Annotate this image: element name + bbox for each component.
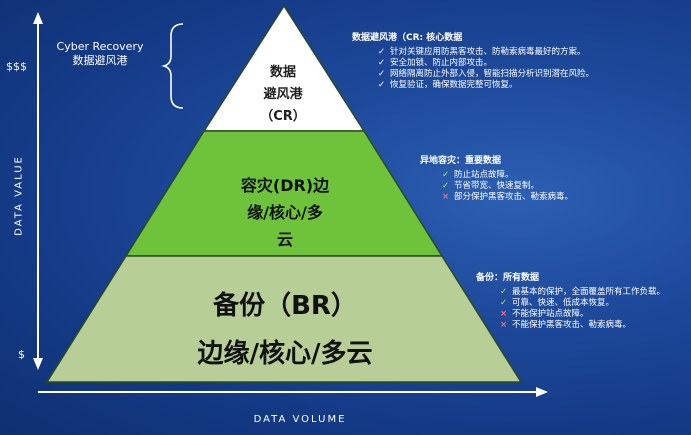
br-description: 备份：所有数据 ✓ 最基本的保护，全面覆盖所有工作负载。 ✓ 可靠、快速、低成本恢复。…: [476, 270, 665, 331]
brace-icon: [161, 23, 184, 109]
tier-dr-line: 缘/核心/多: [247, 203, 323, 222]
cyber-recovery-label: Cyber Recovery 数据避风港: [40, 40, 160, 68]
list-item-text: 网络隔离防止外部入侵，智能扫描分析识别潜在风险。: [390, 69, 595, 79]
list-item: ✓ 针对关键应用防黑客攻击、防勒索病毒最好的方案。: [378, 47, 594, 58]
tier-br-line: 备份（BR）: [213, 291, 357, 321]
list-item-text: 防止站点故障。: [454, 170, 514, 180]
cost-high-label: $$$: [6, 60, 27, 73]
list-item: ✓ 恢复验证，确保数据完整可恢复。: [378, 80, 594, 91]
list-item-text: 针对关键应用防黑客攻击、防勒索病毒最好的方案。: [390, 47, 586, 57]
tier-br-line: 边缘/核心/多云: [197, 339, 373, 369]
tier-br-text: 备份（BR） 边缘/核心/多云: [155, 282, 415, 378]
tier-dr-line: 容灾(DR)边: [240, 176, 330, 195]
dr-description: 异地容灾：重要数据 ✓ 防止站点故障。 ✓ 节省带宽、快速复制。 × 部分保护黑客攻击、勒…: [420, 153, 573, 203]
cross-icon: ×: [500, 320, 508, 330]
list-item-text: 安全加锁、防止内部攻击。: [390, 58, 493, 68]
tier-cr-line: 避风港: [263, 87, 303, 102]
x-axis-arrow-right-icon: [536, 387, 548, 397]
y-axis-arrow-up-icon: [33, 12, 43, 24]
list-item-text: 部分保护黑客攻击、勒索病毒。: [454, 192, 574, 202]
list-item-text: 不能保护站点故障。: [512, 309, 589, 319]
cr-list: ✓ 针对关键应用防黑客攻击、防勒索病毒最好的方案。 ✓ 安全加锁、防止内部攻击。 ✓ 网络…: [378, 47, 594, 91]
dr-title: 异地容灾：重要数据: [420, 156, 502, 166]
list-item-text: 不能保护黑客攻击、勒索病毒。: [512, 320, 632, 330]
br-list: ✓ 最基本的保护，全面覆盖所有工作负载。 ✓ 可靠、快速、低成本恢复。 × 不能保护站点故…: [500, 287, 665, 331]
tier-dr-text: 容灾(DR)边 缘/核心/多 云: [225, 172, 345, 253]
y-axis-label: DATA VALUE: [13, 155, 25, 236]
list-item-text: 节省带宽、快速复制。: [454, 181, 540, 191]
cr-title: 数据避风港（CR: 核心数据: [352, 33, 463, 43]
cost-low-label: $: [18, 348, 25, 361]
tier-cr-text: 数据 避风港 （CR）: [238, 62, 328, 128]
dr-list: ✓ 防止站点故障。 ✓ 节省带宽、快速复制。 × 部分保护黑客攻击、勒索病毒。: [442, 170, 573, 203]
cross-icon: ×: [500, 309, 508, 319]
list-item: ✓ 防止站点故障。: [442, 170, 573, 181]
list-item: ✓ 可靠、快速、低成本恢复。: [500, 298, 665, 309]
cyber-recovery-zh: 数据避风港: [72, 54, 128, 67]
check-icon: ✓: [378, 58, 386, 68]
check-icon: ✓: [378, 80, 386, 90]
list-item: × 不能保护站点故障。: [500, 309, 665, 320]
check-icon: ✓: [500, 287, 508, 297]
check-icon: ✓: [500, 298, 508, 308]
check-icon: ✓: [442, 181, 450, 191]
check-icon: ✓: [378, 69, 386, 79]
check-icon: ✓: [442, 170, 450, 180]
list-item-text: 最基本的保护，全面覆盖所有工作负载。: [512, 287, 666, 297]
list-item: ✓ 安全加锁、防止内部攻击。: [378, 58, 594, 69]
cyber-recovery-en: Cyber Recovery: [56, 40, 144, 53]
list-item: ✓ 节省带宽、快速复制。: [442, 181, 573, 192]
tier-dr-line: 云: [276, 230, 293, 249]
list-item: ✓ 最基本的保护，全面覆盖所有工作负载。: [500, 287, 665, 298]
tier-cr-line: 数据: [269, 65, 296, 80]
list-item: × 不能保护黑客攻击、勒索病毒。: [500, 320, 665, 331]
br-title: 备份：所有数据: [476, 273, 540, 283]
cr-description: 数据避风港（CR: 核心数据 ✓针对关键应用防黑客攻击、防勒索病毒最好的方案。✓…: [352, 30, 594, 91]
list-item: × 部分保护黑客攻击、勒索病毒。: [442, 192, 573, 203]
list-item-text: 可靠、快速、低成本恢复。: [512, 298, 615, 308]
cross-icon: ×: [442, 192, 450, 202]
list-item: ✓ 网络隔离防止外部入侵，智能扫描分析识别潜在风险。: [378, 69, 594, 80]
y-axis-arrow-down-icon: [33, 358, 43, 370]
tier-cr-line: （CR）: [260, 109, 306, 124]
check-icon: ✓: [378, 47, 386, 57]
x-axis-label: DATA VOLUME: [253, 414, 347, 425]
list-item-text: 恢复验证，确保数据完整可恢复。: [390, 80, 518, 90]
pyramid-tier-br: [45, 255, 523, 383]
